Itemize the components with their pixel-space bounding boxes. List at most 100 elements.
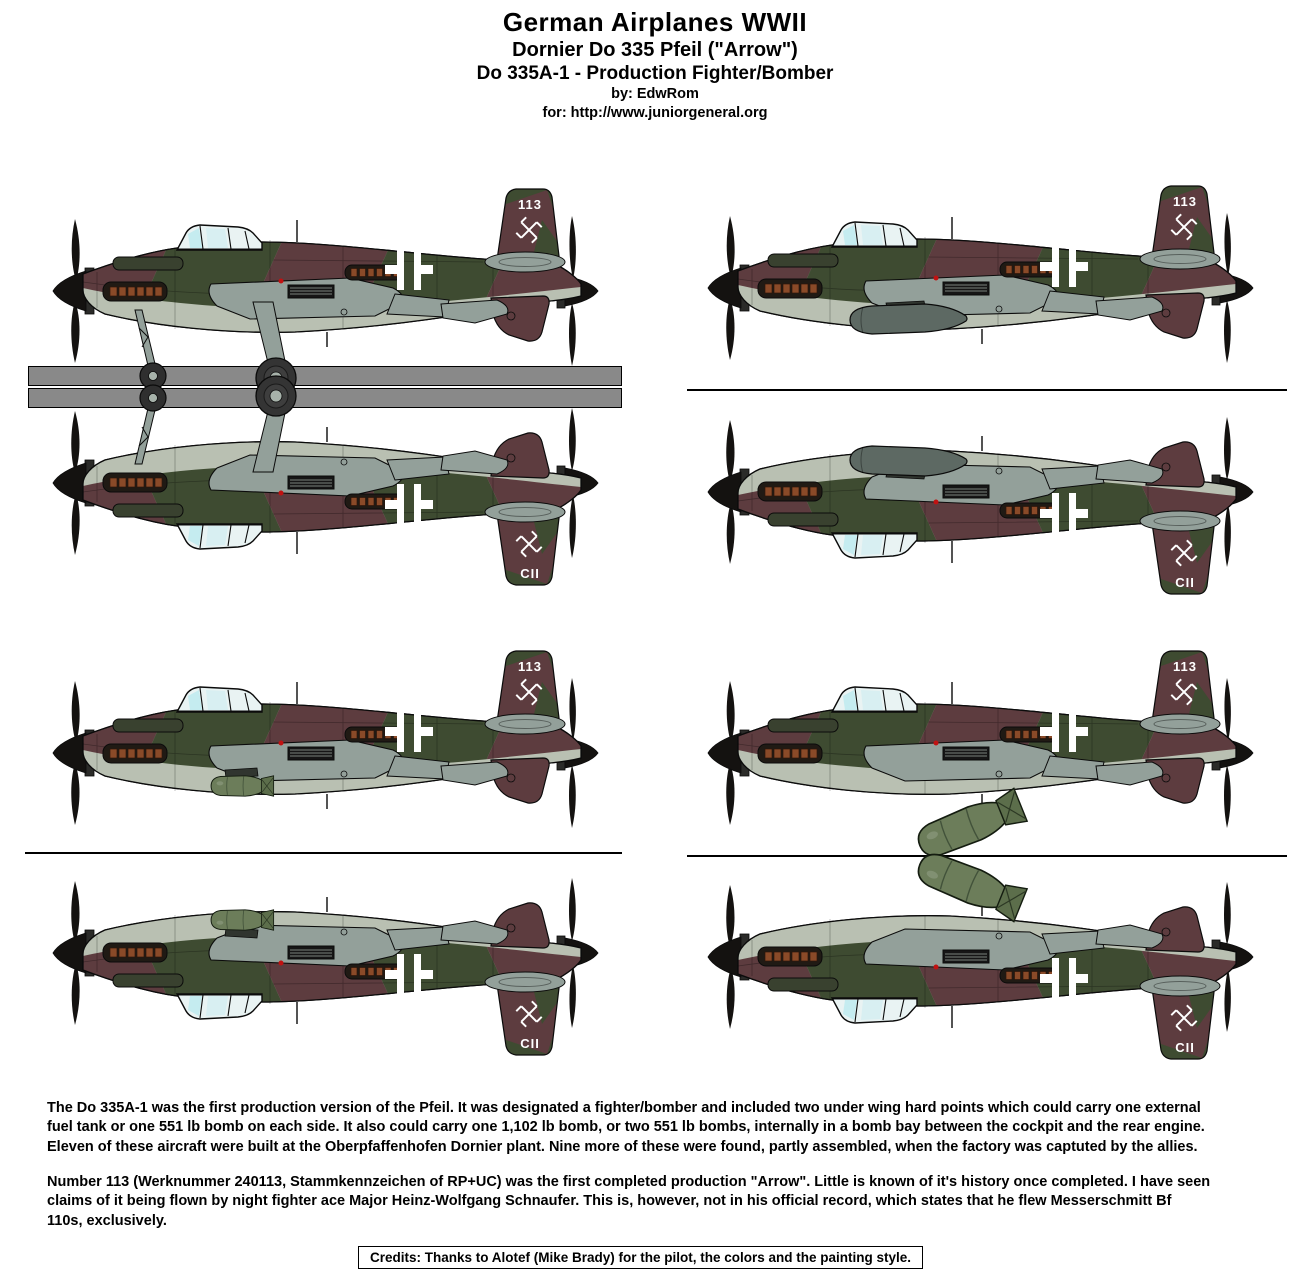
tail-insignia [1170, 678, 1198, 706]
bomb [917, 787, 1029, 857]
site-line: for: http://www.juniorgeneral.org [542, 105, 768, 121]
do335-bomb-dropping-inverted: CII [707, 853, 1254, 1060]
front-exhaust [757, 946, 823, 967]
wing [863, 739, 1164, 786]
do335-belly-tank-upright: 113 [707, 185, 1254, 363]
tail-code-label: 113 [1173, 659, 1197, 674]
cockpit-canopy [175, 224, 263, 251]
bomb [917, 853, 1029, 923]
aircraft-name: Dornier Do 335 Pfeil ("Arrow") [512, 39, 798, 61]
tailplane [484, 971, 566, 993]
nav-light [933, 499, 939, 505]
antenna-mast [296, 427, 328, 554]
balkenkreuz-marking [1040, 493, 1088, 535]
cockpit-canopy [830, 532, 918, 559]
intake-scoop [767, 253, 839, 268]
wing [863, 459, 1164, 506]
tailplane [1139, 975, 1221, 997]
front-exhaust [757, 481, 823, 502]
bomb [210, 775, 275, 797]
intake-scoop [112, 718, 184, 733]
nav-light [933, 740, 939, 746]
author-line: by: EdwRom [611, 86, 699, 102]
balkenkreuz-marking [385, 484, 433, 526]
drop-tank [849, 445, 968, 480]
ground-strip-lower [28, 388, 622, 408]
variant-name: Do 335A-1 - Production Fighter/Bomber [476, 63, 834, 84]
antenna-mast [951, 217, 983, 344]
tail-insignia [515, 216, 543, 244]
landing-gear [134, 375, 297, 473]
tail-insignia [1170, 213, 1198, 241]
description-paragraph-1: The Do 335A-1 was the first production v… [47, 1100, 1205, 1155]
tail-code-label: 113 [518, 197, 542, 212]
tail-code-label: CII [520, 1036, 540, 1051]
cockpit-canopy [830, 997, 918, 1024]
tail-insignia [515, 678, 543, 706]
nav-light [278, 278, 284, 284]
tail-insignia [515, 1000, 543, 1028]
tail-code-label: 113 [518, 659, 542, 674]
nav-light [278, 490, 284, 496]
tail-code-label: 113 [1173, 194, 1197, 209]
tailplane [484, 251, 566, 273]
do335-landing-gear-inverted: CII [52, 375, 599, 586]
tail-insignia [1170, 539, 1198, 567]
description-paragraph-2: Number 113 (Werknummer 240113, Stammkenn… [47, 1174, 1211, 1229]
antenna-mast [296, 682, 328, 809]
front-exhaust [102, 942, 168, 963]
cockpit-canopy [175, 686, 263, 713]
front-exhaust [102, 281, 168, 302]
cockpit-canopy [175, 993, 263, 1020]
credits-box: Credits: Thanks to Alotef (Mike Brady) f… [358, 1246, 924, 1269]
tailplane [1139, 510, 1221, 532]
tail-insignia [1170, 1004, 1198, 1032]
do335-belly-tank-inverted: CII [707, 417, 1254, 595]
cockpit-canopy [830, 221, 918, 248]
front-exhaust [102, 472, 168, 493]
nav-light [278, 740, 284, 746]
intake-scoop [112, 256, 184, 271]
fold-line-left-2 [25, 852, 622, 854]
tail-code-label: CII [1175, 575, 1195, 590]
front-exhaust [757, 278, 823, 299]
tail-insignia [515, 530, 543, 558]
nav-light [278, 960, 284, 966]
balkenkreuz-marking [385, 710, 433, 752]
tail-code-label: CII [520, 566, 540, 581]
balkenkreuz-marking [1040, 958, 1088, 1000]
antenna-mast [951, 436, 983, 563]
tailplane [484, 713, 566, 735]
ground-strip-upper [28, 366, 622, 386]
front-exhaust [757, 743, 823, 764]
do335-landing-gear-upright: 113 [52, 188, 599, 399]
do335-bomb-dropping-upright: 113 [707, 650, 1254, 857]
cockpit-canopy [830, 686, 918, 713]
balkenkreuz-marking [385, 248, 433, 290]
intake-scoop [767, 512, 839, 527]
intake-scoop [767, 977, 839, 992]
antenna-mast [296, 897, 328, 1024]
wing [863, 924, 1164, 971]
antenna-mast [296, 220, 328, 347]
do335-bomb-attached-inverted: CII [52, 878, 599, 1056]
intake-scoop [112, 503, 184, 518]
page-header: German Airplanes WWII Dornier Do 335 Pfe… [0, 7, 1310, 123]
cockpit-canopy [175, 523, 263, 550]
intake-scoop [112, 973, 184, 988]
nav-light [933, 964, 939, 970]
nav-light [933, 275, 939, 281]
tailplane [1139, 248, 1221, 270]
page-title: German Airplanes WWII [502, 7, 808, 37]
tailplane [1139, 713, 1221, 735]
drop-tank [849, 300, 968, 335]
front-exhaust [102, 743, 168, 764]
balkenkreuz-marking [1040, 710, 1088, 752]
tail-code-label: CII [1175, 1040, 1195, 1055]
landing-gear [134, 301, 297, 399]
bomb [210, 909, 275, 931]
intake-scoop [767, 718, 839, 733]
balkenkreuz-marking [385, 954, 433, 996]
balkenkreuz-marking [1040, 245, 1088, 287]
